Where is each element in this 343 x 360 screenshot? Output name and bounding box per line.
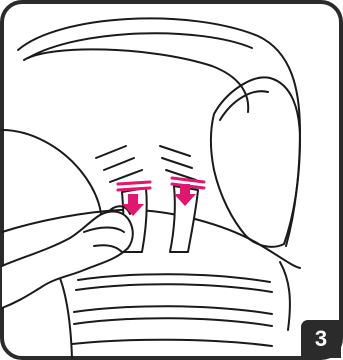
- step-number: 3: [315, 328, 327, 350]
- indicator-bar: [118, 182, 150, 184]
- indicator-bar: [118, 188, 150, 190]
- step-badge: 3: [301, 320, 341, 358]
